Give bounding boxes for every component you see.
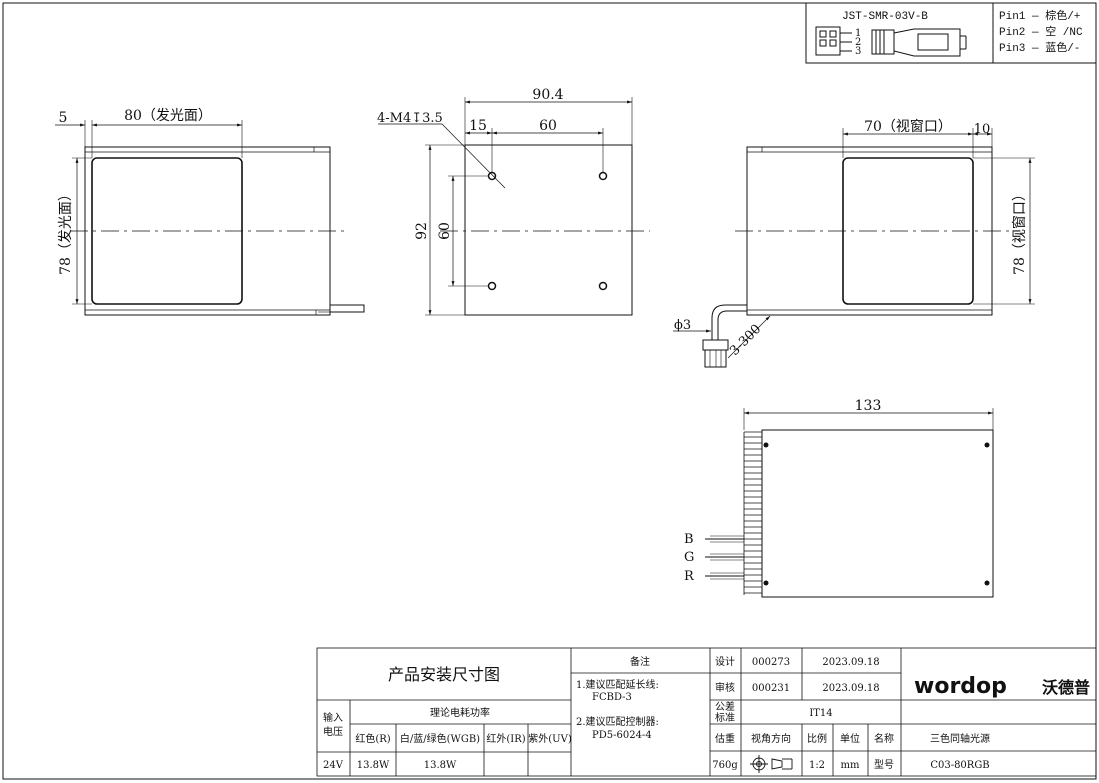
unit-value: mm — [841, 760, 860, 771]
logo-chinese: 沃德普 — [1042, 678, 1090, 697]
input-label-1: 输入 — [323, 711, 343, 724]
wire-label-b: B — [684, 532, 694, 547]
mount-hole — [487, 171, 497, 181]
title-block-text: 产品安装尺寸图 备注 1.建议匹配延长线: FCBD-3 2.建议匹配控制器: … — [323, 655, 1090, 773]
pin3-label: Pin3 — 蓝色/- — [999, 40, 1080, 55]
mount-hole — [598, 281, 608, 291]
product-name: 三色同轴光源 — [930, 732, 990, 745]
heat-sink-fins — [743, 431, 762, 595]
mount-hole — [598, 171, 608, 181]
pin-number-3: 3 — [855, 46, 861, 57]
pin1-label: Pin1 — 棕色/+ — [999, 8, 1080, 23]
voltage-value: 24V — [323, 760, 344, 771]
view-direction-label: 视角方向 — [751, 732, 791, 745]
connector-icon — [815, 26, 967, 57]
pin-number-1: 1 — [855, 28, 861, 39]
design-label: 设计 — [715, 655, 735, 668]
pin2-label: Pin2 — 空 /NC — [999, 24, 1083, 39]
product-model: C03-80RGB — [930, 760, 989, 771]
weight-value: 760g — [712, 760, 738, 771]
note-1-value: FCBD-3 — [592, 692, 632, 703]
title-block — [316, 647, 1097, 777]
connector-box: JST-SMR-03V-B 1 2 3 Pin1 — 棕色/+ Pin2 — 空… — [805, 2, 1097, 64]
weight-label: 估重 — [715, 732, 735, 745]
left-view: 5 80（发光面） 78（发光面） — [55, 108, 365, 316]
power-header: 理论电耗功率 — [430, 706, 490, 719]
note-2: 2.建议匹配控制器: — [576, 715, 659, 728]
dim-window-edge: 10 — [974, 122, 991, 137]
power-white-value: 13.8W — [424, 760, 457, 771]
drawing-title: 产品安装尺寸图 — [388, 665, 500, 684]
tolerance-value: IT14 — [809, 708, 832, 719]
name-label: 名称 — [874, 732, 894, 745]
scale-value: 1:2 — [809, 760, 825, 771]
review-label: 审核 — [715, 681, 735, 694]
dim-overall-length: 90.4 — [532, 87, 563, 103]
note-1: 1.建议匹配延长线: — [576, 678, 659, 691]
projection-symbol-icon — [750, 755, 793, 773]
dim-left-offset: 5 — [59, 110, 68, 126]
pin-number-2: 2 — [855, 37, 861, 48]
mount-hole — [487, 281, 497, 291]
dim-overall-height: 92 — [414, 222, 430, 240]
dim-window-height: 78（视窗口） — [1011, 187, 1028, 275]
logo-wordmark: wordop — [914, 674, 1007, 699]
input-label-2: 电压 — [323, 725, 343, 738]
review-date: 2023.09.18 — [822, 683, 879, 694]
unit-label: 单位 — [840, 732, 860, 745]
dim-cable-length: 3-300 — [727, 322, 764, 359]
col-uv: 紫外(UV) — [528, 733, 572, 745]
col-white: 白/蓝/绿色(WGB) — [400, 732, 480, 745]
dim-bottom-length: 133 — [855, 398, 882, 414]
notes-header: 备注 — [630, 655, 650, 668]
hole-spec-note: 4-M4↧3.5 — [377, 111, 443, 126]
model-label: 型号 — [874, 758, 894, 771]
scale-label: 比例 — [807, 732, 827, 745]
design-date: 2023.09.18 — [822, 657, 879, 668]
col-ir: 红外(IR) — [486, 732, 525, 745]
design-id: 000273 — [752, 657, 790, 668]
right-view: ϕ3 3-300 70（视窗口） 10 78（视窗口） — [673, 118, 1035, 368]
tolerance-label-2: 标准 — [715, 712, 735, 724]
dim-hole-vertical: 60 — [437, 222, 453, 240]
power-red-value: 13.8W — [357, 760, 390, 771]
bottom-view: B G R 133 — [684, 398, 994, 598]
dim-hole-spacing: 60 — [539, 118, 557, 134]
dim-emitting-height: 78（发光面） — [58, 187, 74, 275]
middle-view: 90.4 15 60 4-M4↧3.5 92 60 — [377, 87, 650, 316]
wire-label-g: G — [684, 550, 694, 565]
company-logo: wordop 沃德普 — [914, 674, 1090, 699]
dim-emitting-width: 80（发光面） — [124, 108, 212, 124]
review-id: 000231 — [752, 683, 790, 694]
wire-label-r: R — [684, 569, 695, 584]
dim-hole-offset: 15 — [469, 118, 487, 134]
note-2-value: PD5-6024-4 — [592, 730, 652, 741]
dim-cable-diameter: ϕ3 — [674, 318, 691, 333]
connector-model: JST-SMR-03V-B — [842, 11, 928, 23]
col-red: 红色(R) — [355, 732, 390, 745]
tolerance-label-1: 公差 — [715, 700, 735, 713]
dim-window-width: 70（视窗口） — [864, 118, 952, 135]
